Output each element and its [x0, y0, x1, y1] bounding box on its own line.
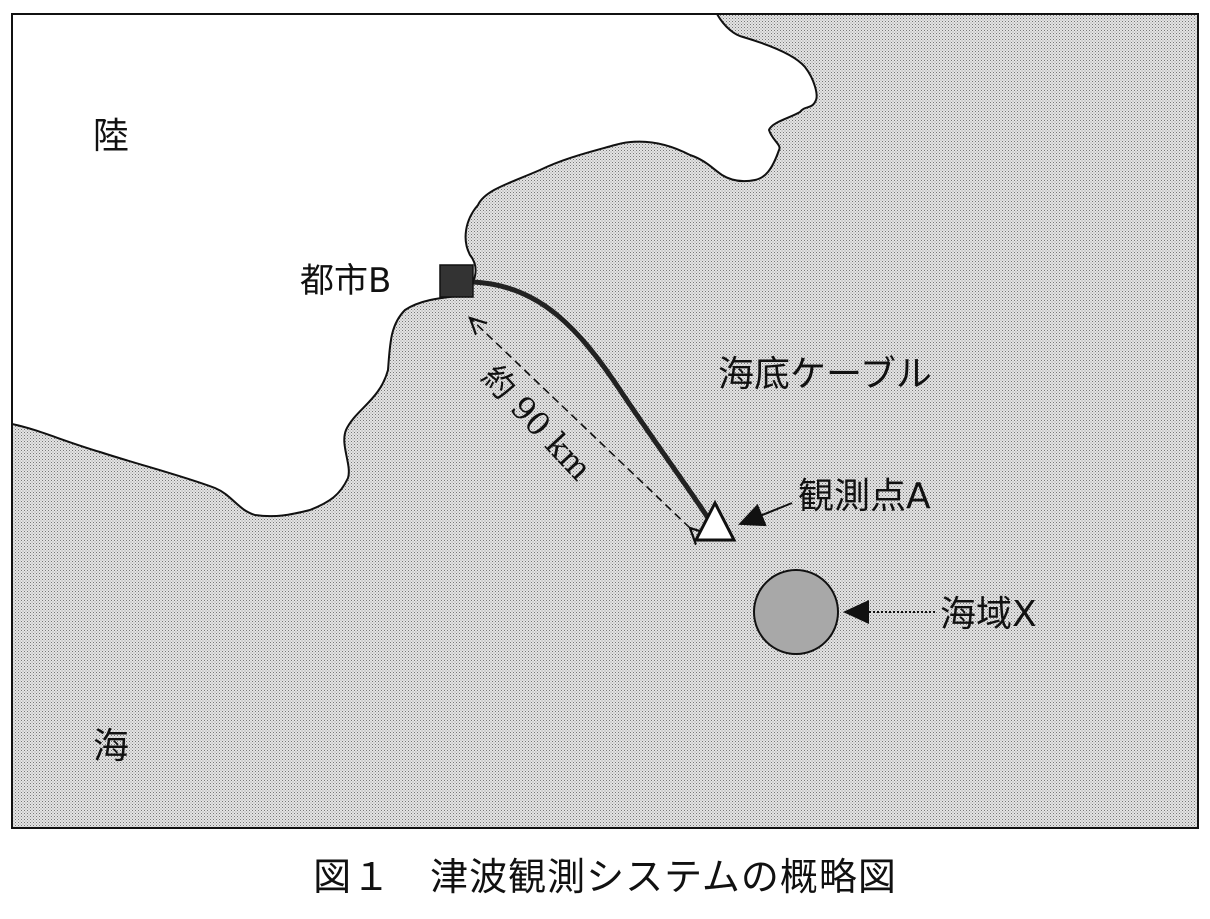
sea-label: 海	[93, 726, 129, 767]
city-b-label: 都市B	[300, 261, 391, 301]
station-a-label: 観測点A	[798, 476, 931, 517]
city-b-marker	[439, 264, 474, 298]
area-x-label: 海域X	[940, 594, 1037, 635]
cable-label: 海底ケーブル	[718, 354, 932, 395]
station-a-triangle-icon	[693, 499, 737, 542]
station-a-arrow	[738, 502, 793, 527]
distance-arrow	[470, 318, 690, 528]
figure-caption: 図１ 津波観測システムの概略図	[313, 855, 897, 899]
land-area	[11, 13, 818, 518]
land-label: 陸	[93, 116, 129, 157]
area-x-circle	[753, 569, 839, 655]
